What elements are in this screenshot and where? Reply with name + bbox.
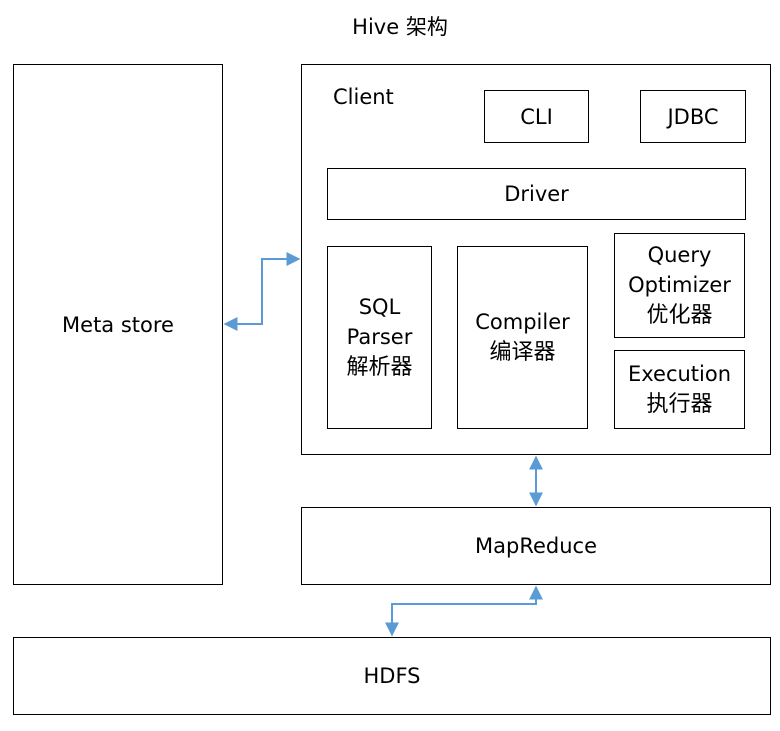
client-label: Client xyxy=(333,85,394,109)
sql-parser-line2: Parser xyxy=(346,324,413,349)
metastore-label: Meta store xyxy=(62,312,174,337)
jdbc-label: JDBC xyxy=(667,104,719,129)
diagram-title: Hive 架构 xyxy=(352,15,448,39)
execution-box: Execution 执行器 xyxy=(614,350,745,429)
optimizer-line3: 优化器 xyxy=(646,302,713,328)
sql-parser-box: SQL Parser 解析器 xyxy=(327,246,432,429)
mapreduce-box: MapReduce xyxy=(301,507,771,585)
metastore-box: Meta store xyxy=(13,64,223,585)
jdbc-box: JDBC xyxy=(640,90,746,143)
compiler-line1: Compiler xyxy=(475,309,570,334)
arrow-metastore-client xyxy=(223,252,301,331)
optimizer-line1: Query xyxy=(647,242,712,267)
optimizer-line2: Optimizer xyxy=(628,272,731,297)
execution-line1: Execution xyxy=(627,361,732,386)
hdfs-box: HDFS xyxy=(13,637,771,715)
arrow-mapreduce-hdfs xyxy=(385,585,543,637)
compiler-line2: 编译器 xyxy=(489,339,556,365)
sql-parser-line3: 解析器 xyxy=(346,354,413,380)
mapreduce-label: MapReduce xyxy=(475,534,597,558)
optimizer-box: Query Optimizer 优化器 xyxy=(614,233,745,338)
hdfs-label: HDFS xyxy=(363,664,421,688)
cli-box: CLI xyxy=(484,90,589,143)
sql-parser-line1: SQL xyxy=(358,294,401,319)
compiler-box: Compiler 编译器 xyxy=(457,246,588,429)
cli-label: CLI xyxy=(520,104,553,129)
driver-label: Driver xyxy=(504,182,569,206)
execution-line2: 执行器 xyxy=(646,391,713,417)
driver-box: Driver xyxy=(327,168,746,220)
